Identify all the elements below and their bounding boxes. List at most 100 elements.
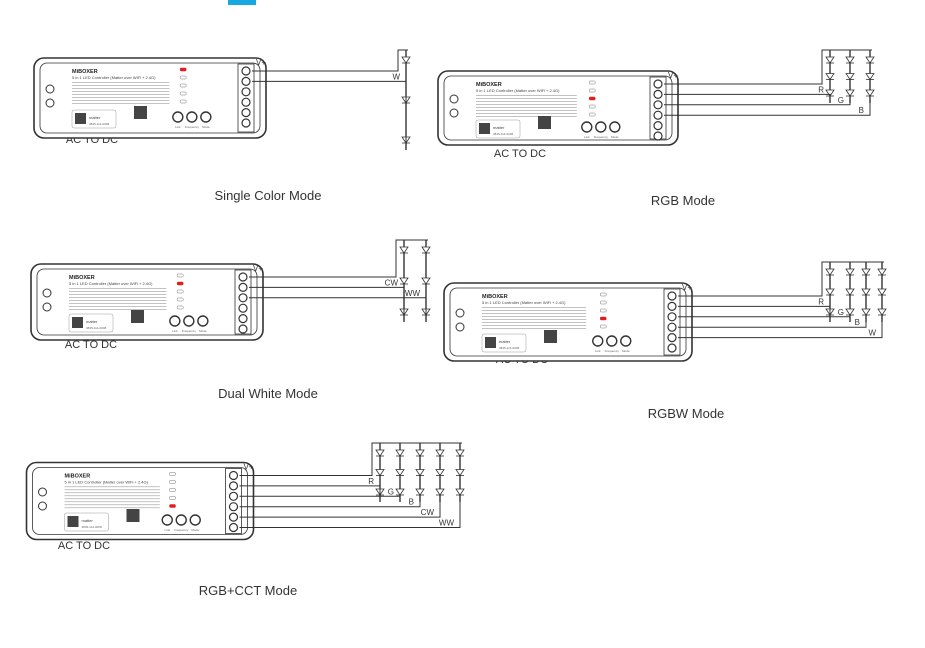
spec-text-line bbox=[69, 306, 167, 307]
controller-inner-frame bbox=[39, 62, 261, 134]
spec-text-line bbox=[476, 104, 577, 105]
vplus-wire bbox=[249, 239, 428, 278]
led-diode-icon bbox=[825, 56, 835, 64]
led-diode-icon bbox=[861, 268, 871, 276]
button-label: Link bbox=[175, 125, 181, 129]
mode-indicator-led bbox=[179, 91, 187, 96]
button-frequency bbox=[595, 121, 607, 133]
spec-text-line bbox=[69, 294, 167, 295]
matter-code: 3845-114-0008 bbox=[82, 525, 102, 529]
model-name: 5 in 1 LED Controller (Matter over WiFi … bbox=[72, 75, 156, 80]
spec-text-line bbox=[482, 328, 587, 329]
button-label: Link bbox=[584, 135, 590, 139]
output-wire-b bbox=[664, 103, 871, 116]
adapter-label: AC TO DC bbox=[494, 148, 546, 160]
output-label-b: B bbox=[409, 498, 414, 507]
output-label-w: W bbox=[392, 72, 400, 81]
led-diode-icon bbox=[375, 449, 385, 457]
qr-code-icon bbox=[134, 106, 147, 119]
output-wire-w bbox=[678, 322, 883, 339]
button-label: Link bbox=[595, 349, 601, 353]
button-link bbox=[592, 335, 604, 347]
output-wire-ww bbox=[249, 297, 427, 322]
led-diode-icon bbox=[435, 469, 445, 477]
button-frequency bbox=[183, 315, 195, 327]
button-mode bbox=[197, 315, 209, 327]
spec-text-line bbox=[64, 495, 160, 497]
spec-text-line bbox=[69, 309, 167, 310]
spec-text-line bbox=[69, 300, 167, 301]
button-label: Link bbox=[164, 528, 170, 532]
matter-code: 3845-114-0008 bbox=[86, 326, 106, 330]
controller-inner-frame bbox=[32, 467, 248, 535]
button-link bbox=[581, 121, 593, 133]
output-terminal bbox=[667, 333, 677, 343]
button-label: Mode bbox=[202, 125, 210, 129]
output-terminal bbox=[241, 76, 251, 87]
output-terminal bbox=[241, 107, 251, 118]
mode-indicator-led bbox=[176, 297, 184, 302]
output-terminal bbox=[238, 272, 248, 282]
led-diode-icon bbox=[861, 308, 871, 316]
spec-text-line bbox=[476, 113, 577, 114]
output-terminal bbox=[241, 97, 251, 107]
brand-logo: MiBOXER bbox=[65, 474, 91, 480]
qr-code-icon bbox=[544, 330, 557, 343]
led-diode-icon bbox=[877, 268, 887, 276]
led-diode-icon bbox=[845, 268, 855, 276]
button-label: Mode bbox=[622, 349, 630, 353]
output-label-ww: WW bbox=[439, 519, 455, 528]
spec-text-line bbox=[64, 489, 160, 491]
output-label-b: B bbox=[855, 318, 860, 327]
spec-text-line bbox=[482, 319, 587, 320]
button-link bbox=[161, 514, 173, 526]
matter-label: matter bbox=[499, 339, 511, 344]
matter-code: 3845-114-0008 bbox=[499, 346, 519, 350]
led-diode-icon bbox=[395, 469, 405, 477]
diagram-caption: RGB Mode bbox=[651, 193, 715, 208]
mode-indicator-led bbox=[588, 104, 596, 109]
input-terminal bbox=[42, 288, 52, 298]
adapter-label: AC TO DC bbox=[65, 339, 117, 351]
controller-case bbox=[30, 263, 264, 341]
output-label-ww: WW bbox=[405, 289, 421, 298]
matter-code: 3845-114-0008 bbox=[89, 122, 109, 126]
led-diode-icon bbox=[421, 277, 431, 285]
title-fragment bbox=[228, 0, 256, 5]
mode-indicator-led bbox=[169, 480, 176, 484]
controller-case bbox=[33, 57, 267, 139]
output-terminal bbox=[238, 282, 248, 292]
led-diode-icon bbox=[455, 469, 465, 477]
output-terminal bbox=[241, 118, 251, 128]
output-wire-r bbox=[239, 485, 381, 502]
led-diode-icon bbox=[865, 56, 875, 64]
output-terminal bbox=[238, 303, 248, 313]
led-diode-icon bbox=[861, 288, 871, 296]
button-label: Link bbox=[172, 329, 178, 333]
output-wire-cw bbox=[249, 286, 405, 322]
led-diode-icon bbox=[401, 56, 411, 64]
button-label: Frequency bbox=[185, 125, 200, 129]
spec-text-line bbox=[482, 316, 587, 317]
controller-inner-frame bbox=[449, 287, 687, 357]
controller-inner-frame bbox=[36, 268, 258, 336]
mode-indicator-led bbox=[588, 112, 596, 117]
led-diode-icon bbox=[845, 89, 855, 97]
output-terminal bbox=[228, 522, 239, 533]
input-terminal bbox=[455, 308, 465, 318]
mode-indicator-led bbox=[179, 99, 187, 104]
diagram-caption: RGBW Mode bbox=[648, 406, 725, 421]
brand-logo: MiBOXER bbox=[476, 82, 502, 88]
mode-indicator-led bbox=[169, 472, 176, 476]
vplus-wire bbox=[252, 49, 408, 72]
led-diode-icon bbox=[845, 73, 855, 81]
input-terminal bbox=[455, 322, 465, 332]
output-wire-r bbox=[664, 93, 831, 103]
input-terminal bbox=[38, 501, 47, 511]
mode-indicator-led bbox=[599, 316, 607, 321]
spec-text-line bbox=[72, 94, 170, 95]
